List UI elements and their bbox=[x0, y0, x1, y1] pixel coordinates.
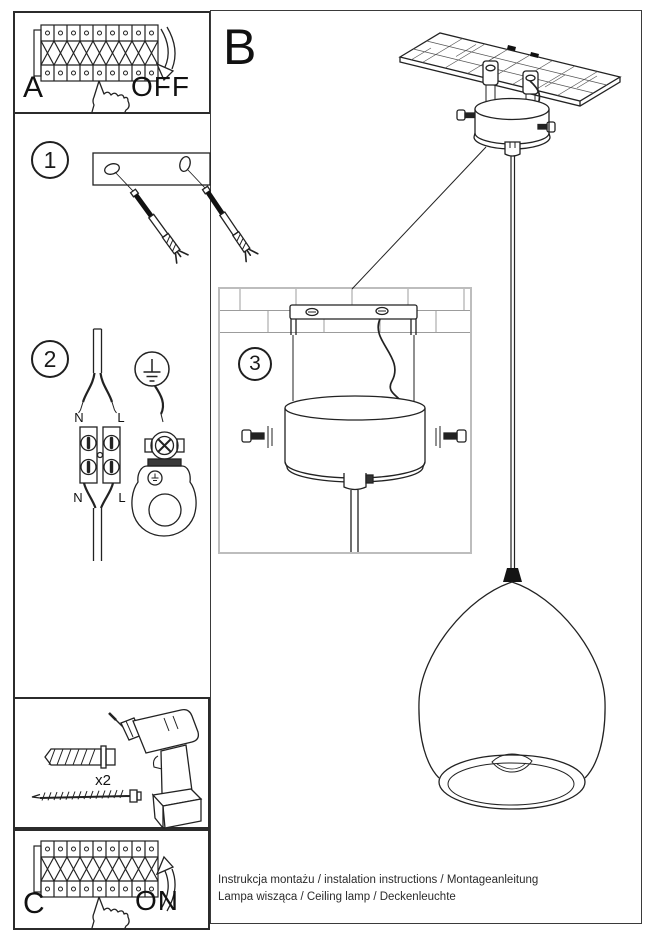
screw-icon bbox=[31, 789, 142, 803]
footer-text: Instrukcja montażu / instalation instruc… bbox=[218, 872, 538, 906]
screw-anchor-icon bbox=[129, 188, 189, 264]
cable-bottom bbox=[92, 508, 103, 561]
screw-anchor-icon bbox=[201, 185, 259, 263]
footer-line-2: Lampa wisząca / Ceiling lamp / Deckenleu… bbox=[218, 891, 456, 903]
cord-grip bbox=[343, 473, 374, 491]
step-3-box bbox=[218, 287, 472, 554]
footer-line-1: Instrukcja montażu / instalation instruc… bbox=[218, 874, 539, 886]
arrow-down-icon bbox=[155, 26, 176, 82]
side-bolt-left-icon bbox=[241, 426, 273, 448]
left-column-border bbox=[13, 110, 15, 697]
cord bbox=[350, 490, 359, 552]
breaker-panel-icon bbox=[33, 24, 159, 82]
drill-icon bbox=[108, 708, 203, 830]
bracket-and-anchors-illustration bbox=[92, 152, 259, 264]
wiring-illustration: N L N L bbox=[73, 328, 197, 561]
cord-cone bbox=[503, 568, 522, 582]
hand-icon bbox=[91, 896, 130, 929]
letter-c-label: C bbox=[23, 887, 45, 920]
cord bbox=[510, 156, 516, 568]
canopy bbox=[284, 395, 426, 483]
step-3-badge: 3 bbox=[238, 347, 272, 381]
section-b-label: B bbox=[223, 19, 257, 75]
panel-a-box: A OFF bbox=[13, 11, 211, 114]
lamp-shade bbox=[418, 581, 606, 810]
mounting-bracket bbox=[92, 152, 211, 186]
canopy bbox=[456, 97, 556, 157]
on-label: ON bbox=[135, 885, 179, 916]
wire-label-n-bottom: N bbox=[73, 490, 82, 505]
letter-a-label: A bbox=[23, 71, 44, 104]
step-1-number: 1 bbox=[43, 146, 57, 173]
plate-screws bbox=[507, 45, 539, 58]
detail-leader-line bbox=[351, 146, 487, 290]
wire-label-l-bottom: L bbox=[118, 490, 125, 505]
earth-clamp-icon bbox=[131, 431, 197, 537]
earth-symbol-icon bbox=[134, 351, 170, 387]
tools-illustration: x2 bbox=[31, 708, 203, 830]
breaker-on-illustration bbox=[33, 840, 176, 929]
quantity-label: x2 bbox=[95, 772, 111, 789]
breaker-off-illustration bbox=[33, 24, 176, 113]
cable-top bbox=[92, 328, 103, 373]
wire-label-l-top: L bbox=[117, 410, 124, 425]
off-label: OFF bbox=[131, 71, 190, 102]
step-1-badge: 1 bbox=[31, 141, 69, 179]
step-2-badge: 2 bbox=[31, 340, 69, 378]
arrow-up-icon bbox=[155, 855, 176, 912]
tools-box: x2 bbox=[13, 697, 210, 830]
mounting-bracket-detail bbox=[289, 304, 418, 335]
side-bolt-right-icon bbox=[435, 426, 467, 448]
terminal-block bbox=[79, 426, 121, 484]
hand-icon bbox=[91, 80, 130, 113]
step-3-number: 3 bbox=[249, 352, 261, 375]
breaker-panel-icon bbox=[33, 840, 159, 898]
panel-c-box: C ON bbox=[13, 829, 210, 930]
wall-plug-icon bbox=[44, 745, 116, 769]
pendant-lamp-assembly-illustration bbox=[351, 32, 622, 810]
step-2-number: 2 bbox=[43, 345, 57, 372]
canopy-detail-illustration bbox=[220, 289, 470, 552]
ceiling-plate bbox=[398, 32, 622, 107]
wire-label-n-top: N bbox=[74, 410, 83, 425]
